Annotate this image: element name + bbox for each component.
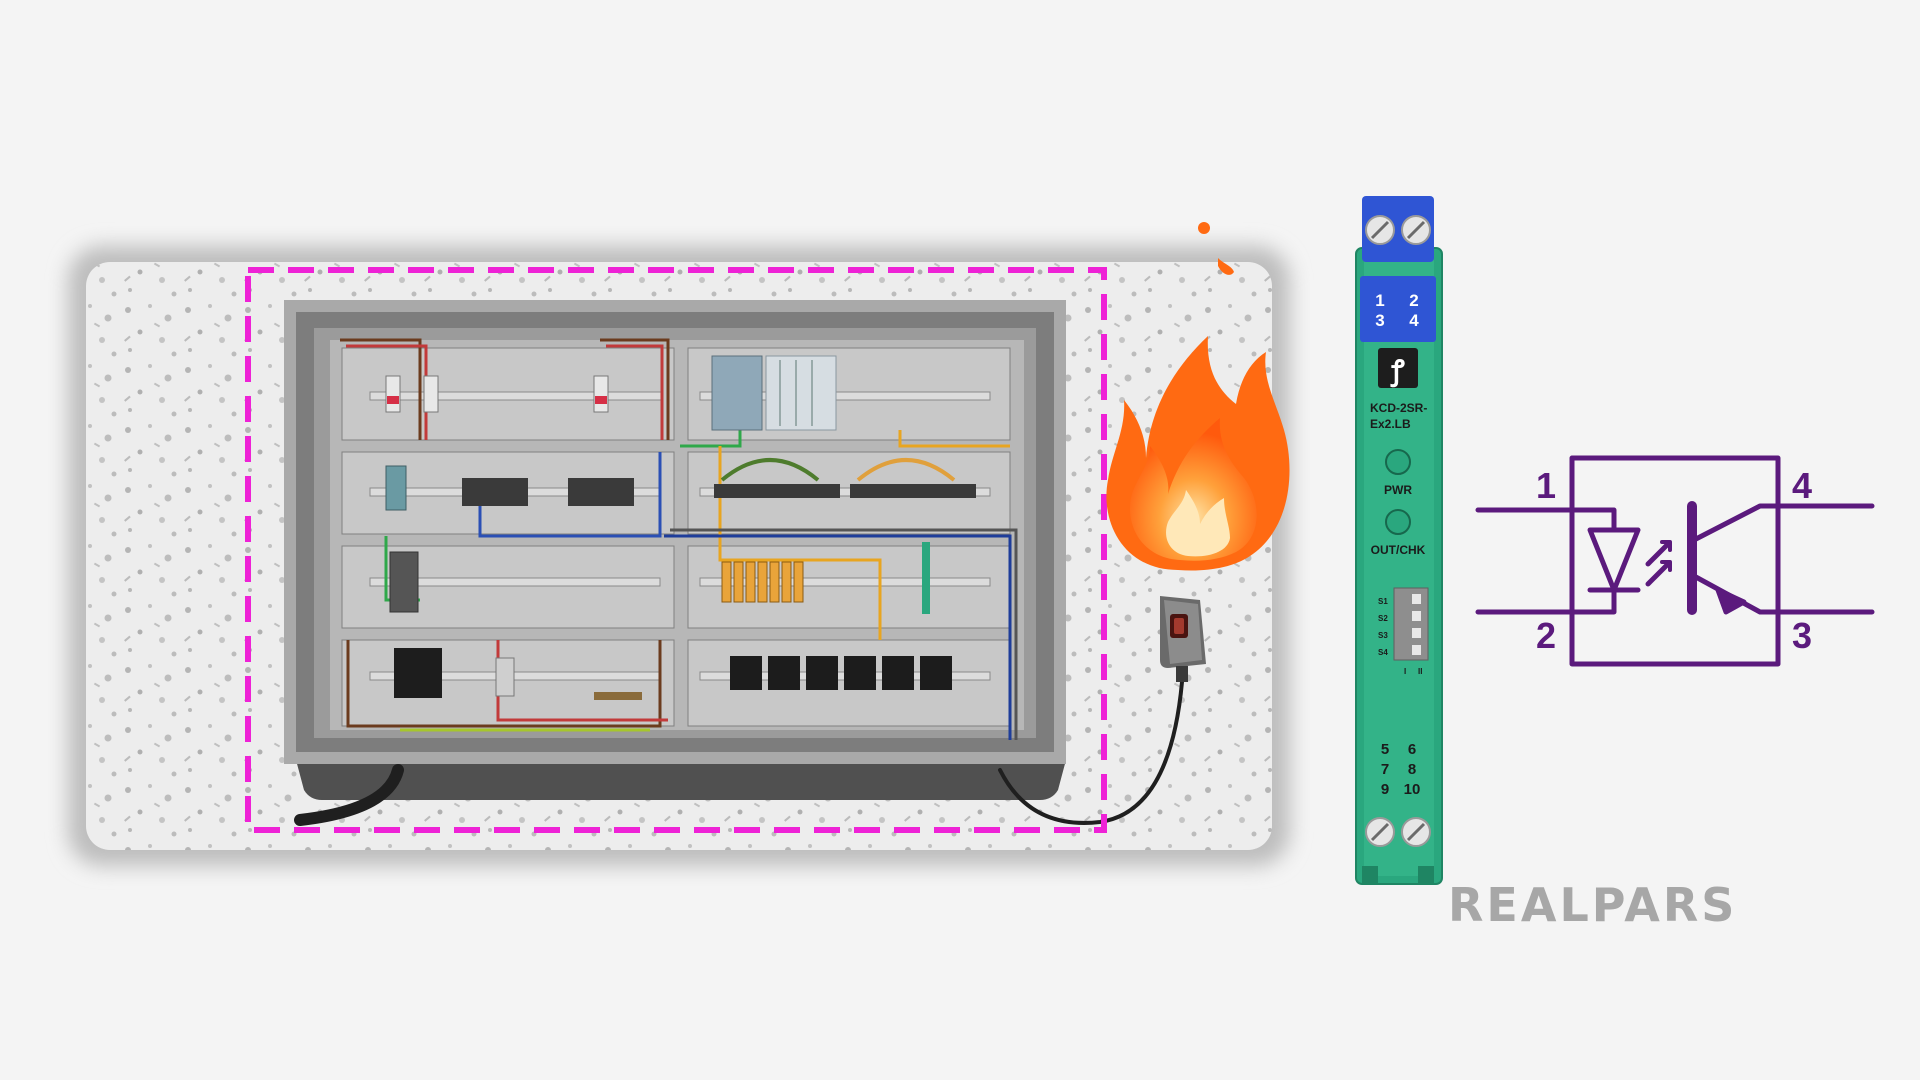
pin-label-1: 1 xyxy=(1536,465,1556,506)
pwr-led-icon xyxy=(1385,449,1411,475)
pin-label-4: 4 xyxy=(1792,465,1812,506)
optocoupler-pin-labels: 1 2 3 4 xyxy=(1536,465,1812,656)
switch-position-ii: II xyxy=(1418,667,1422,676)
bottom-terminal-label: 6 xyxy=(1408,741,1416,758)
realpars-logo: REALPARS xyxy=(1448,878,1738,932)
switch-label-s1: S1 xyxy=(1378,597,1388,606)
cabinet-components xyxy=(385,355,976,700)
pin-label-2: 2 xyxy=(1536,615,1556,656)
top-terminal-label: 4 xyxy=(1409,311,1419,330)
bottom-terminal-label: 8 xyxy=(1408,761,1416,778)
bottom-terminal-label: 7 xyxy=(1381,761,1389,778)
switch-label-s4: S4 xyxy=(1378,648,1388,657)
module-labels: 1 2 3 4 ꝭ KCD-2SR- Ex2.LB PWR OUT/CHK S1… xyxy=(1370,291,1427,798)
top-terminal-label: 3 xyxy=(1375,311,1384,330)
fire-icon xyxy=(1106,222,1290,571)
switch-label-s3: S3 xyxy=(1378,631,1388,640)
switch-label-s2: S2 xyxy=(1378,614,1388,623)
bottom-terminal-label: 9 xyxy=(1381,781,1389,798)
pin-label-3: 3 xyxy=(1792,615,1812,656)
out-chk-label: OUT/CHK xyxy=(1371,543,1426,557)
out-chk-led-icon xyxy=(1385,509,1411,535)
pepperl-fuchs-logo-icon: ꝭ xyxy=(1390,354,1405,388)
pwr-label: PWR xyxy=(1384,483,1412,497)
top-terminal-label: 1 xyxy=(1375,291,1384,310)
hazardous-area-boundary xyxy=(245,267,1107,833)
top-terminal-label: 2 xyxy=(1409,291,1418,310)
bottom-terminal-label: 5 xyxy=(1381,741,1389,758)
isolator-module xyxy=(1355,196,1443,885)
model-label-line-2: Ex2.LB xyxy=(1370,417,1411,431)
control-cabinet xyxy=(284,300,1184,826)
optocoupler-symbol xyxy=(1475,455,1875,667)
switch-position-i: I xyxy=(1404,667,1406,676)
model-label-line-1: KCD-2SR- xyxy=(1370,401,1427,415)
photoelectric-sensor xyxy=(1160,596,1206,682)
bottom-terminal-label: 10 xyxy=(1404,781,1421,798)
